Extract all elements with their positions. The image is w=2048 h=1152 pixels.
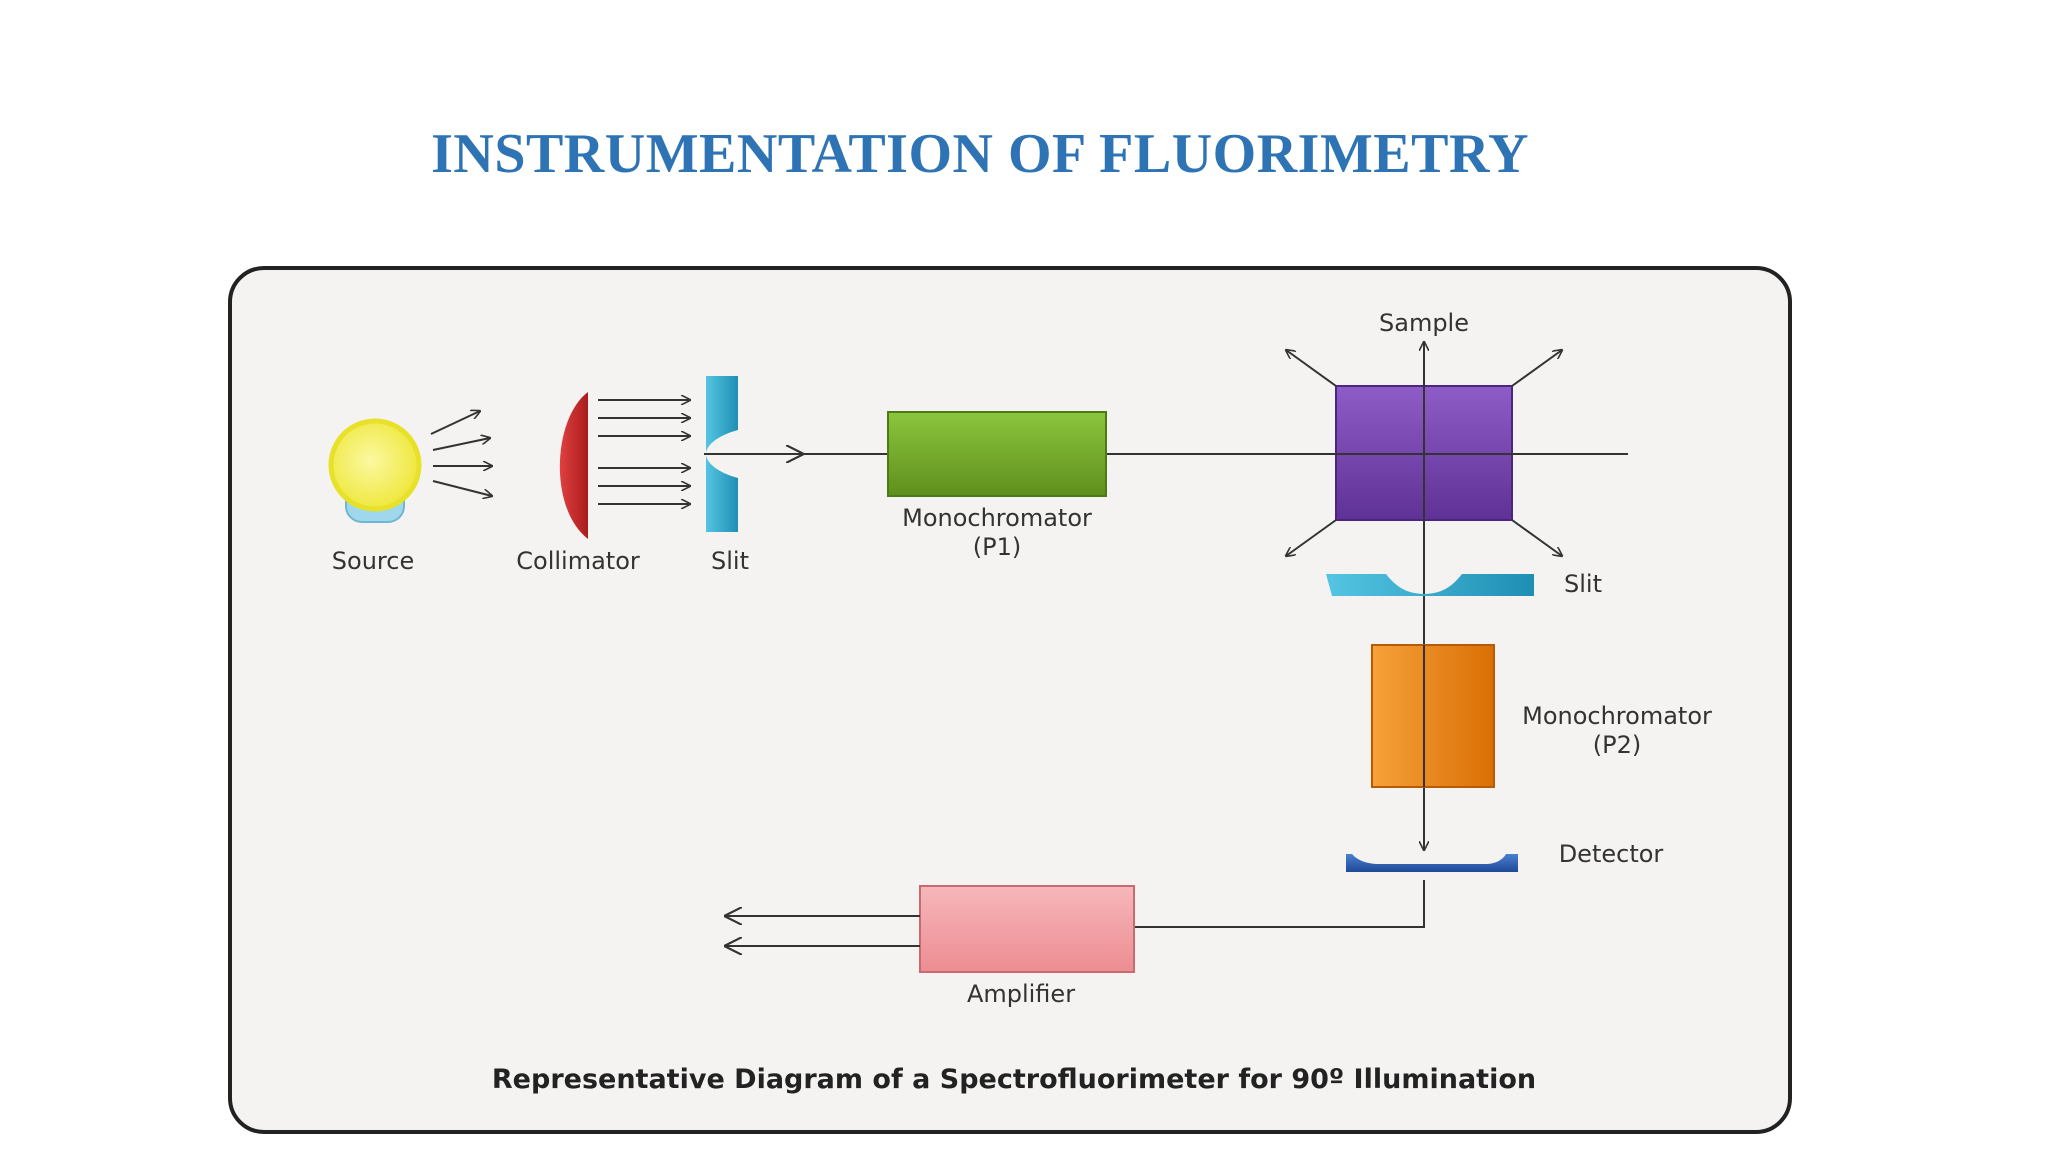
detector: [1346, 854, 1518, 872]
source-lamp: [328, 418, 422, 523]
slide-title: INSTRUMENTATION OF FLUORIMETRY: [431, 123, 1529, 185]
source-label: Source: [332, 547, 414, 575]
slit-2: [1326, 574, 1534, 596]
detector-signal-line: [1132, 880, 1425, 928]
collimator-lens: [559, 392, 588, 539]
slit-2-label: Slit: [1564, 570, 1602, 598]
amplifier-label: Amplifier: [967, 980, 1075, 1008]
amplifier: [919, 885, 1135, 973]
detector-label: Detector: [1559, 840, 1664, 868]
monochromator-p2: [1371, 644, 1495, 788]
monochromator-p2-label-line1: Monochromator: [1522, 702, 1712, 730]
slit-1: [706, 376, 738, 532]
monochromator-p1-label-line2: (P1): [973, 533, 1021, 561]
diagram-caption: Representative Diagram of a Spectrofluor…: [492, 1064, 1536, 1095]
collimated-rays: [598, 400, 690, 504]
diagram-panel: Source Collimator Slit Monochromator (P1…: [228, 258, 1798, 1140]
scatter-arrows: [1286, 350, 1562, 556]
monochromator-p1-label-line1: Monochromator: [902, 504, 1092, 532]
sample-label: Sample: [1379, 309, 1469, 337]
monochromator-p1: [887, 411, 1107, 497]
slit-1-label: Slit: [711, 547, 749, 575]
amplifier-output-arrows: [726, 916, 920, 946]
monochromator-p2-label-line2: (P2): [1593, 731, 1641, 759]
source-rays: [430, 411, 492, 496]
collimator-label: Collimator: [516, 547, 640, 575]
